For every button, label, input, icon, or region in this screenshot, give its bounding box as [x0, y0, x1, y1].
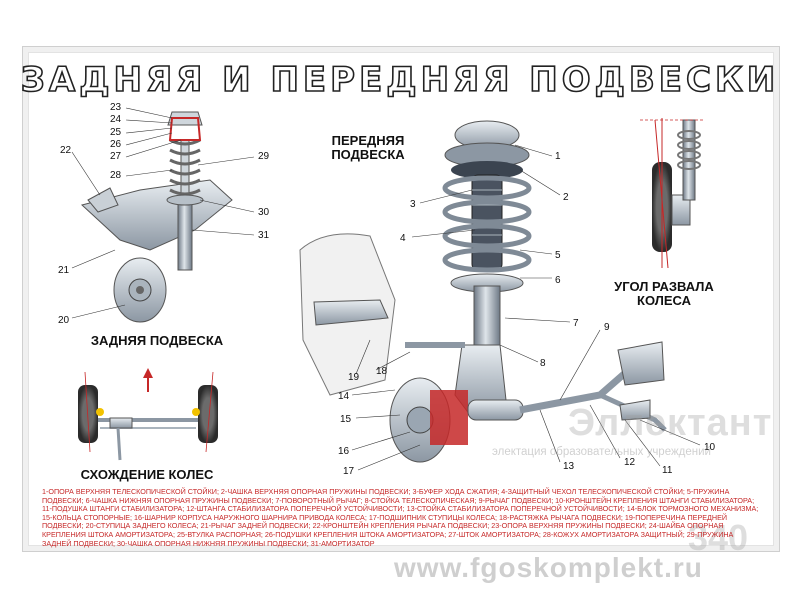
callout-5: 5 [555, 250, 561, 261]
callout-7: 7 [573, 318, 579, 329]
watermark-brand: Эллектант [568, 402, 773, 444]
callout-26: 26 [110, 139, 122, 150]
parts-legend: 1-ОПОРА ВЕРХНЯЯ ТЕЛЕСКОПИЧЕСКОЙ СТОЙКИ; … [42, 487, 759, 548]
callout-17: 17 [343, 466, 355, 477]
front-suspension-illustration [299, 120, 667, 463]
callout-13: 13 [563, 461, 575, 472]
toe-in-label: СХОЖДЕНИЕ КОЛЕС [80, 467, 214, 482]
rear-leader-lines [71, 107, 255, 319]
watermark-tagline: электация образовательных учреждений [492, 446, 711, 458]
callout-11: 11 [662, 465, 673, 476]
callout-1: 1 [555, 151, 561, 162]
callout-21: 21 [58, 265, 70, 276]
callout-8: 8 [540, 358, 546, 369]
callout-18: 18 [376, 366, 388, 377]
callout-15: 15 [340, 414, 352, 425]
callout-19: 19 [348, 372, 360, 383]
front-suspension-label-line2: ПОДВЕСКА [331, 147, 405, 162]
callout-22: 22 [60, 145, 72, 156]
callout-12: 12 [624, 457, 636, 468]
callout-2: 2 [563, 192, 569, 203]
callout-6: 6 [555, 275, 561, 286]
toe-illustration [78, 368, 218, 461]
callout-14: 14 [338, 391, 350, 402]
callout-24: 24 [110, 114, 122, 125]
callout-23: 23 [110, 102, 122, 113]
callout-31: 31 [258, 230, 270, 241]
site-watermark: www.fgoskomplekt.ru [394, 552, 703, 583]
callout-30: 30 [258, 207, 270, 218]
front-leader-lines [351, 144, 701, 471]
camber-label-line1: УГОЛ РАЗВАЛА [614, 279, 714, 294]
callout-27: 27 [110, 151, 122, 162]
poster-frame [28, 52, 774, 546]
callout-20: 20 [58, 315, 70, 326]
callout-25: 25 [110, 127, 122, 138]
callout-29: 29 [258, 151, 270, 162]
poster-title: ЗАДНЯЯ И ПЕРЕДНЯЯ ПОДВЕСКИ [20, 59, 780, 101]
callout-9: 9 [604, 322, 610, 333]
camber-label-line2: КОЛЕСА [637, 293, 691, 308]
watermark-code: 340 [688, 517, 749, 558]
callout-10: 10 [704, 442, 716, 453]
callout-28: 28 [110, 170, 122, 181]
rear-suspension-label: ЗАДНЯЯ ПОДВЕСКА [90, 333, 224, 348]
callout-3: 3 [410, 199, 416, 210]
front-suspension-label-line1: ПЕРЕДНЯЯ [331, 133, 405, 148]
callout-16: 16 [338, 446, 350, 457]
rear-suspension-illustration [80, 111, 233, 323]
camber-illustration [640, 118, 704, 269]
callout-4: 4 [400, 233, 406, 244]
